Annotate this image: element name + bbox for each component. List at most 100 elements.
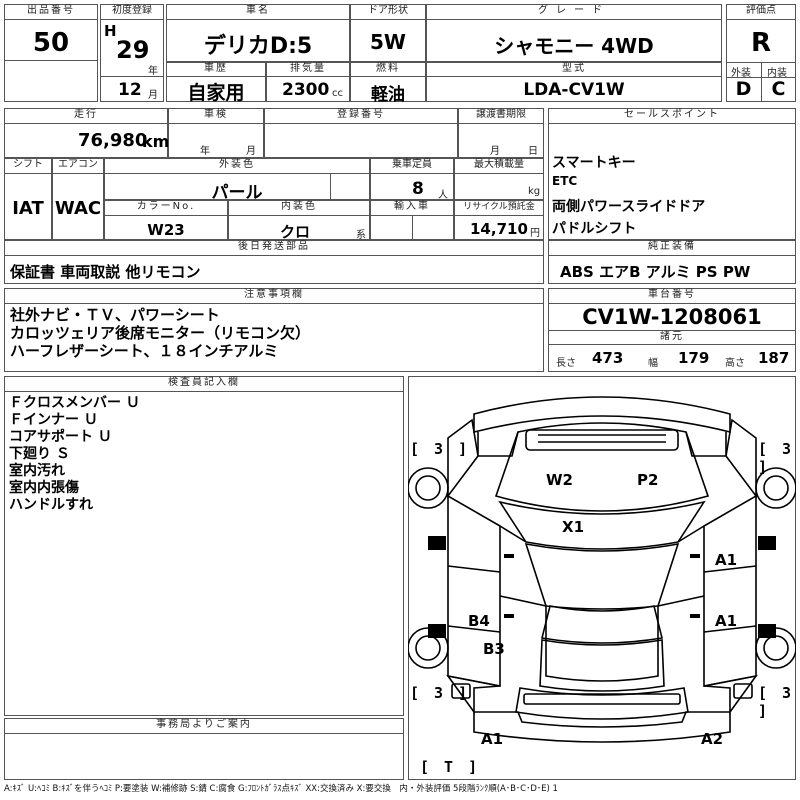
inspector-label: 検査員記入欄 <box>4 376 404 392</box>
office-label: 事務局よりご案内 <box>4 718 404 734</box>
note-line: 社外ナビ・ＴＶ、パワーシート <box>10 306 220 324</box>
tire-fr: [ 3 ] <box>758 440 795 476</box>
score-int-label: 内装 <box>767 68 787 79</box>
dims-length-label: 長さ <box>556 358 576 369</box>
first-reg-year: 29 <box>116 36 150 64</box>
transfer-day-unit: 日 <box>528 146 538 157</box>
tire-rr: [ 3 ] <box>758 684 795 720</box>
dims-length: 473 <box>592 349 624 367</box>
first-reg-month: 12 <box>118 80 142 100</box>
chassis-value: CV1W-1208061 <box>582 305 762 329</box>
damage-a1-top: A1 <box>715 551 738 569</box>
recycle-unit: 円 <box>530 228 540 239</box>
note-line: ハーフレザーシート、１８インチアルミ <box>10 342 279 360</box>
sales-points-label: セールスポイント <box>548 108 796 124</box>
notes-list: 社外ナビ・ＴＶ、パワーシート カロッツェリア後席モニター（リモコン欠） ハーフレ… <box>10 306 310 360</box>
ext-color-value: パール <box>211 183 263 203</box>
color-no-label: カラーNo. <box>104 200 228 216</box>
damage-a1-mid: A1 <box>715 612 738 630</box>
displacement-unit: cc <box>332 88 343 99</box>
int-color-unit: 系 <box>356 230 366 241</box>
displacement-label: 排気量 <box>266 62 350 77</box>
tire-spare: [ T ] <box>420 758 481 776</box>
score-label: 評価点 <box>726 4 796 20</box>
sales-point-item: パドルシフト <box>552 221 637 237</box>
first-reg-label: 初度登録 <box>100 4 164 20</box>
grade-value: シャモニー 4WD <box>494 34 654 58</box>
sales-point-item: ETC <box>552 174 578 188</box>
damage-x1: X1 <box>562 518 585 536</box>
tire-rl: [ 3 ] <box>410 684 471 702</box>
inspector-line: ハンドルすれ <box>9 497 93 513</box>
first-reg-month-unit: 月 <box>148 90 158 101</box>
mileage-label: 走行 <box>4 108 168 124</box>
model-code-value: LDA-CV1W <box>523 80 625 100</box>
model-code-label: 型式 <box>426 62 722 77</box>
inspector-list: Ｆクロスメンバー Ｕ Ｆインナー Ｕ コアサポート Ｕ 下廻り Ｓ 室内汚れ 室… <box>9 395 140 514</box>
mileage-value: 76,980 <box>78 130 148 151</box>
displacement-value: 2300 <box>282 80 330 100</box>
sales-point-item: 両側パワースライドドア <box>552 199 706 215</box>
door-label: ドア形状 <box>350 4 426 20</box>
note-line: カロッツェリア後席モニター（リモコン欠） <box>10 324 311 342</box>
notes-label: 注意事項欄 <box>4 288 544 304</box>
damage-a1-bottom: A1 <box>481 730 504 748</box>
ac-value: WAC <box>54 198 102 219</box>
history-label: 車歴 <box>166 62 266 77</box>
ac-label: エアコン <box>52 158 104 174</box>
transfer-label: 譲渡書期限 <box>458 108 544 124</box>
inspector-line: 室内内張傷 <box>9 480 79 496</box>
options-label: 純正装備 <box>548 240 796 256</box>
ext-color-label: 外装色 <box>104 158 370 174</box>
plate-label: 登録番号 <box>264 108 458 124</box>
grade-label: グレード <box>426 4 722 20</box>
vehicle-diagram <box>408 396 796 743</box>
sales-point-item: スマートキー <box>552 155 636 171</box>
inspection-year-unit: 年 <box>200 146 210 157</box>
import-label: 輸入車 <box>370 200 454 216</box>
chassis-label: 車台番号 <box>548 288 796 304</box>
damage-p2: P2 <box>637 471 659 489</box>
transfer-month-unit: 月 <box>490 146 500 157</box>
inspector-line: Ｆインナー Ｕ <box>9 412 98 428</box>
shift-value: IAT <box>12 198 44 219</box>
legend: A:ｷｽﾞ U:ﾍｺﾐ B:ｷｽﾞを伴うﾍｺﾐ P:要塗装 W:補修跡 S:錆 … <box>4 784 558 794</box>
mileage-unit: km <box>142 132 170 151</box>
history-value: 自家用 <box>187 82 245 104</box>
capacity-unit: 人 <box>438 190 448 201</box>
shift-label: シフト <box>4 158 52 174</box>
damage-a2-bottom: A2 <box>701 730 724 748</box>
score-ext-label: 外装 <box>731 68 751 79</box>
recycle-value: 14,710 <box>470 220 528 238</box>
later-parts-value: 保証書 車両取説 他リモコン <box>10 263 201 281</box>
color-no-value: W23 <box>147 221 185 239</box>
score-int-value: C <box>771 78 786 100</box>
car-name-value: デリカD:5 <box>203 34 313 59</box>
inspector-line: コアサポート Ｕ <box>9 429 112 445</box>
dims-width: 179 <box>678 349 710 367</box>
recycle-label: リサイクル預託金 <box>454 200 544 216</box>
door-value: 5W <box>370 30 406 54</box>
diagram-cell <box>408 376 796 780</box>
int-color-label: 内装色 <box>228 200 370 216</box>
first-reg-year-unit: 年 <box>148 66 158 77</box>
score-value: R <box>750 28 772 58</box>
tire-fl: [ 3 ] <box>410 440 471 458</box>
sales-points-list: スマートキー ETC 両側パワースライドドア パドルシフト <box>552 152 705 240</box>
score-ext-value: D <box>735 78 752 100</box>
damage-b4: B4 <box>468 612 490 630</box>
int-color-value: クロ <box>280 223 311 241</box>
later-parts-label: 後日発送部品 <box>4 240 544 256</box>
inspector-line: 室内汚れ <box>9 463 65 479</box>
dims-width-label: 幅 <box>648 358 658 369</box>
inspector-line: 下廻り Ｓ <box>9 446 70 462</box>
fuel-label: 燃料 <box>350 62 426 77</box>
options-value: ABS エアB アルミ PS PW <box>560 263 751 281</box>
dims-height: 187 <box>758 349 790 367</box>
max-load-unit: kg <box>528 186 541 197</box>
lot-label: 出品番号 <box>4 4 98 20</box>
inspection-label: 車検 <box>168 108 264 124</box>
inspector-line: Ｆクロスメンバー Ｕ <box>9 395 140 411</box>
damage-w2: W2 <box>546 471 573 489</box>
dims-height-label: 高さ <box>725 358 745 369</box>
